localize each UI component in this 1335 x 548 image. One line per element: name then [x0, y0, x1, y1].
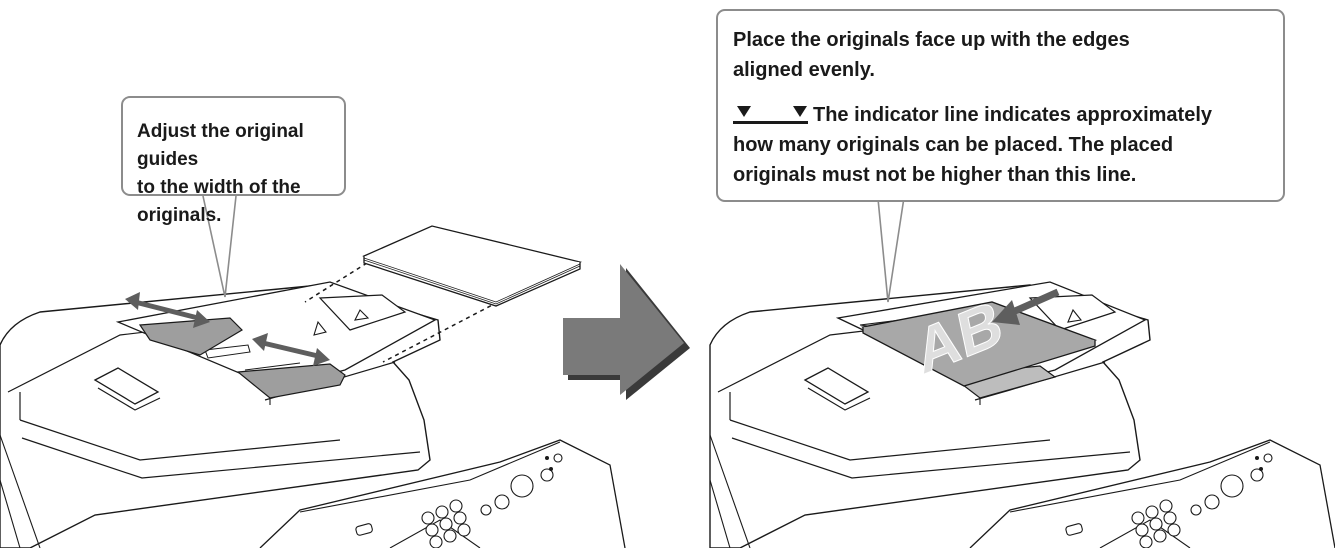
callout-left-line-2: to the width of the originals.: [137, 174, 336, 230]
callout-place-originals: Place the originals face up with the edg…: [716, 9, 1285, 202]
callout-right-line-1: Place the originals face up with the edg…: [733, 25, 1273, 55]
callout-right-indicator-line: The indicator line indicates approximate…: [733, 100, 1273, 130]
indicator-line-icon: [733, 104, 808, 124]
right-scanner-illustration: AB: [710, 178, 1335, 548]
transition-arrow: [563, 264, 690, 400]
callout-right-line-4: how many originals can be placed. The pl…: [733, 130, 1273, 160]
indicator-text: The indicator line indicates approximate…: [813, 104, 1212, 126]
originals-stack: [364, 226, 580, 306]
callout-right-line-2: aligned evenly.: [733, 55, 1273, 85]
callout-left-line-1: Adjust the original guides: [137, 118, 336, 174]
left-scanner-illustration: [0, 196, 625, 548]
callout-adjust-guides: Adjust the original guides to the width …: [121, 96, 346, 196]
callout-right-line-5: originals must not be higher than this l…: [733, 160, 1273, 190]
